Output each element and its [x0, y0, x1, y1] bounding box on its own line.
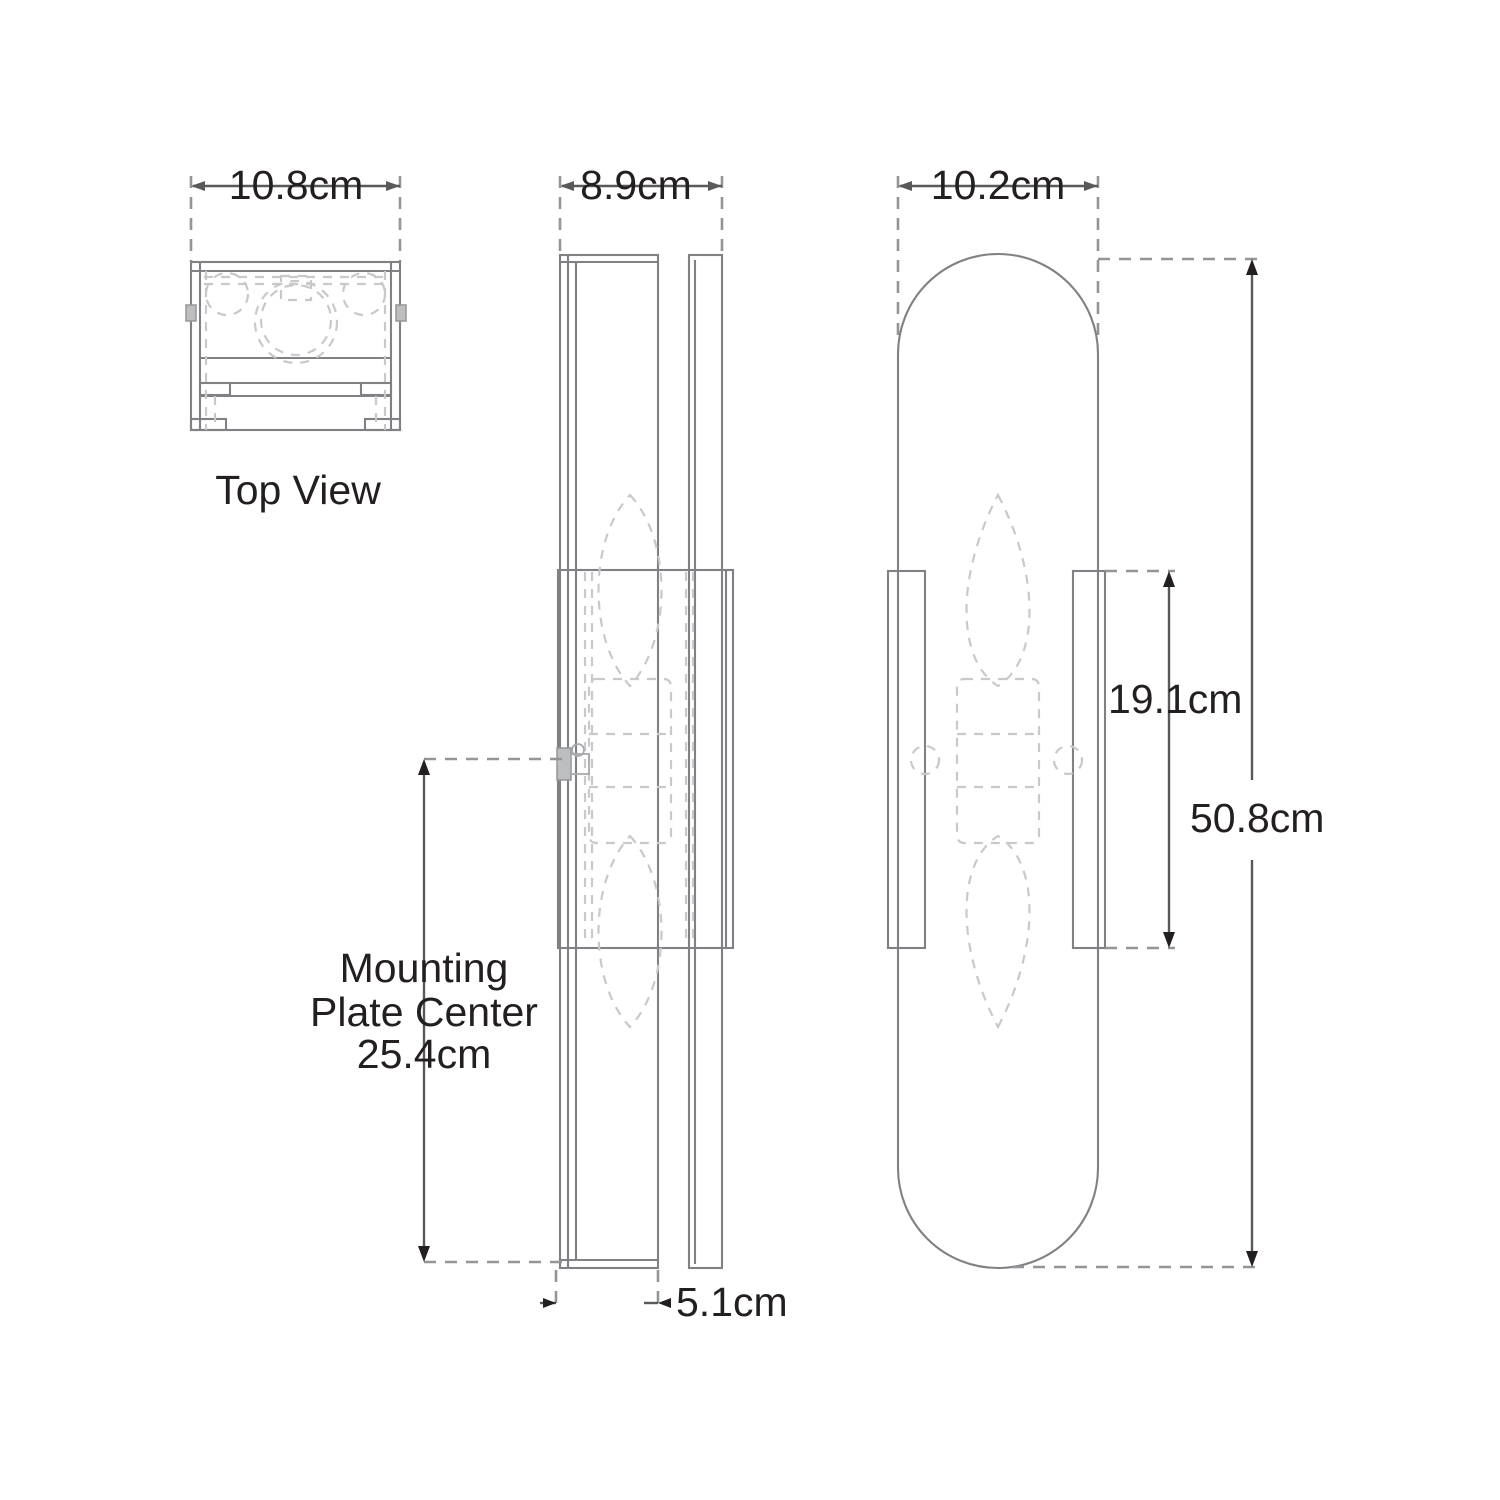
side-view-body-outline — [558, 253, 660, 1270]
mounting-plate-label-line1: Mounting — [340, 945, 509, 991]
front-view-hidden-socket-block — [955, 677, 1041, 845]
dim-label-5-1: 5.1cm — [676, 1279, 788, 1325]
top-view-bracket-left — [198, 381, 232, 397]
top-view-foot-right — [363, 417, 402, 432]
top-view-group: 10.8cm Top View — [185, 162, 407, 513]
arrow-up-dim-19-1 — [1163, 571, 1175, 587]
arrow-right-side-view — [708, 181, 722, 191]
front-view-capsule-outline — [896, 252, 1100, 1270]
top-view-socket-circle-right — [341, 271, 387, 317]
dim-label-10-8: 10.8cm — [229, 162, 363, 208]
front-view-knob-circle-left — [909, 744, 941, 776]
side-view-stud-shaft — [570, 753, 590, 775]
top-view-socket-circle-left — [204, 271, 250, 317]
side-view-glass-bar — [687, 253, 724, 1270]
side-view-stud-cap — [571, 743, 585, 757]
mounting-plate-label-line3: 25.4cm — [357, 1031, 491, 1077]
front-view-knob-circle-right — [1052, 744, 1084, 776]
top-view-knob-left — [185, 304, 197, 322]
front-view-hidden-lamp-lower — [965, 834, 1031, 1030]
arrow-down-mounting-plate — [418, 1246, 430, 1262]
side-view-hidden-lamp-upper — [597, 493, 663, 688]
dim-label-19-1: 19.1cm — [1108, 676, 1242, 722]
front-view-group: 10.2cm 19.1cm — [886, 162, 1324, 1270]
top-view-knob-right — [395, 304, 407, 322]
mounting-plate-label-line2: Plate Center — [310, 989, 538, 1035]
top-view-shade-circle-inner — [259, 283, 333, 357]
side-view-mounting-stud — [556, 747, 572, 781]
front-view-bar-left — [886, 569, 927, 950]
arrow-dim-5-1-right — [658, 1298, 671, 1308]
view-label-top-view: Top View — [215, 467, 381, 513]
front-view-bar-right — [1071, 569, 1107, 950]
top-view-hidden-stem — [279, 274, 313, 302]
arrow-left-front-view — [898, 181, 912, 191]
side-view-group: 8.9cm — [310, 162, 788, 1325]
arrow-down-dim-19-1 — [1163, 932, 1175, 948]
dim-label-10-2: 10.2cm — [931, 162, 1065, 208]
top-view-foot-left — [189, 417, 228, 432]
arrow-up-mounting-plate — [418, 759, 430, 775]
top-view-shade-circle-outer — [253, 279, 339, 365]
dim-label-50-8: 50.8cm — [1190, 795, 1324, 841]
arrow-left-top-view — [191, 181, 205, 191]
top-view-outer-body — [189, 260, 402, 432]
front-view-hidden-lamp-upper — [965, 492, 1031, 688]
arrow-down-dim-50-8 — [1246, 1251, 1258, 1267]
arrow-right-top-view — [386, 181, 400, 191]
arrow-dim-5-1-left — [543, 1298, 556, 1308]
dim-label-8-9: 8.9cm — [580, 162, 692, 208]
side-view-hidden-lamp-lower — [597, 834, 663, 1029]
arrow-right-front-view — [1084, 181, 1098, 191]
top-view-bracket-right — [359, 381, 393, 397]
arrow-left-side-view — [560, 181, 574, 191]
arrow-up-dim-50-8 — [1246, 259, 1258, 275]
